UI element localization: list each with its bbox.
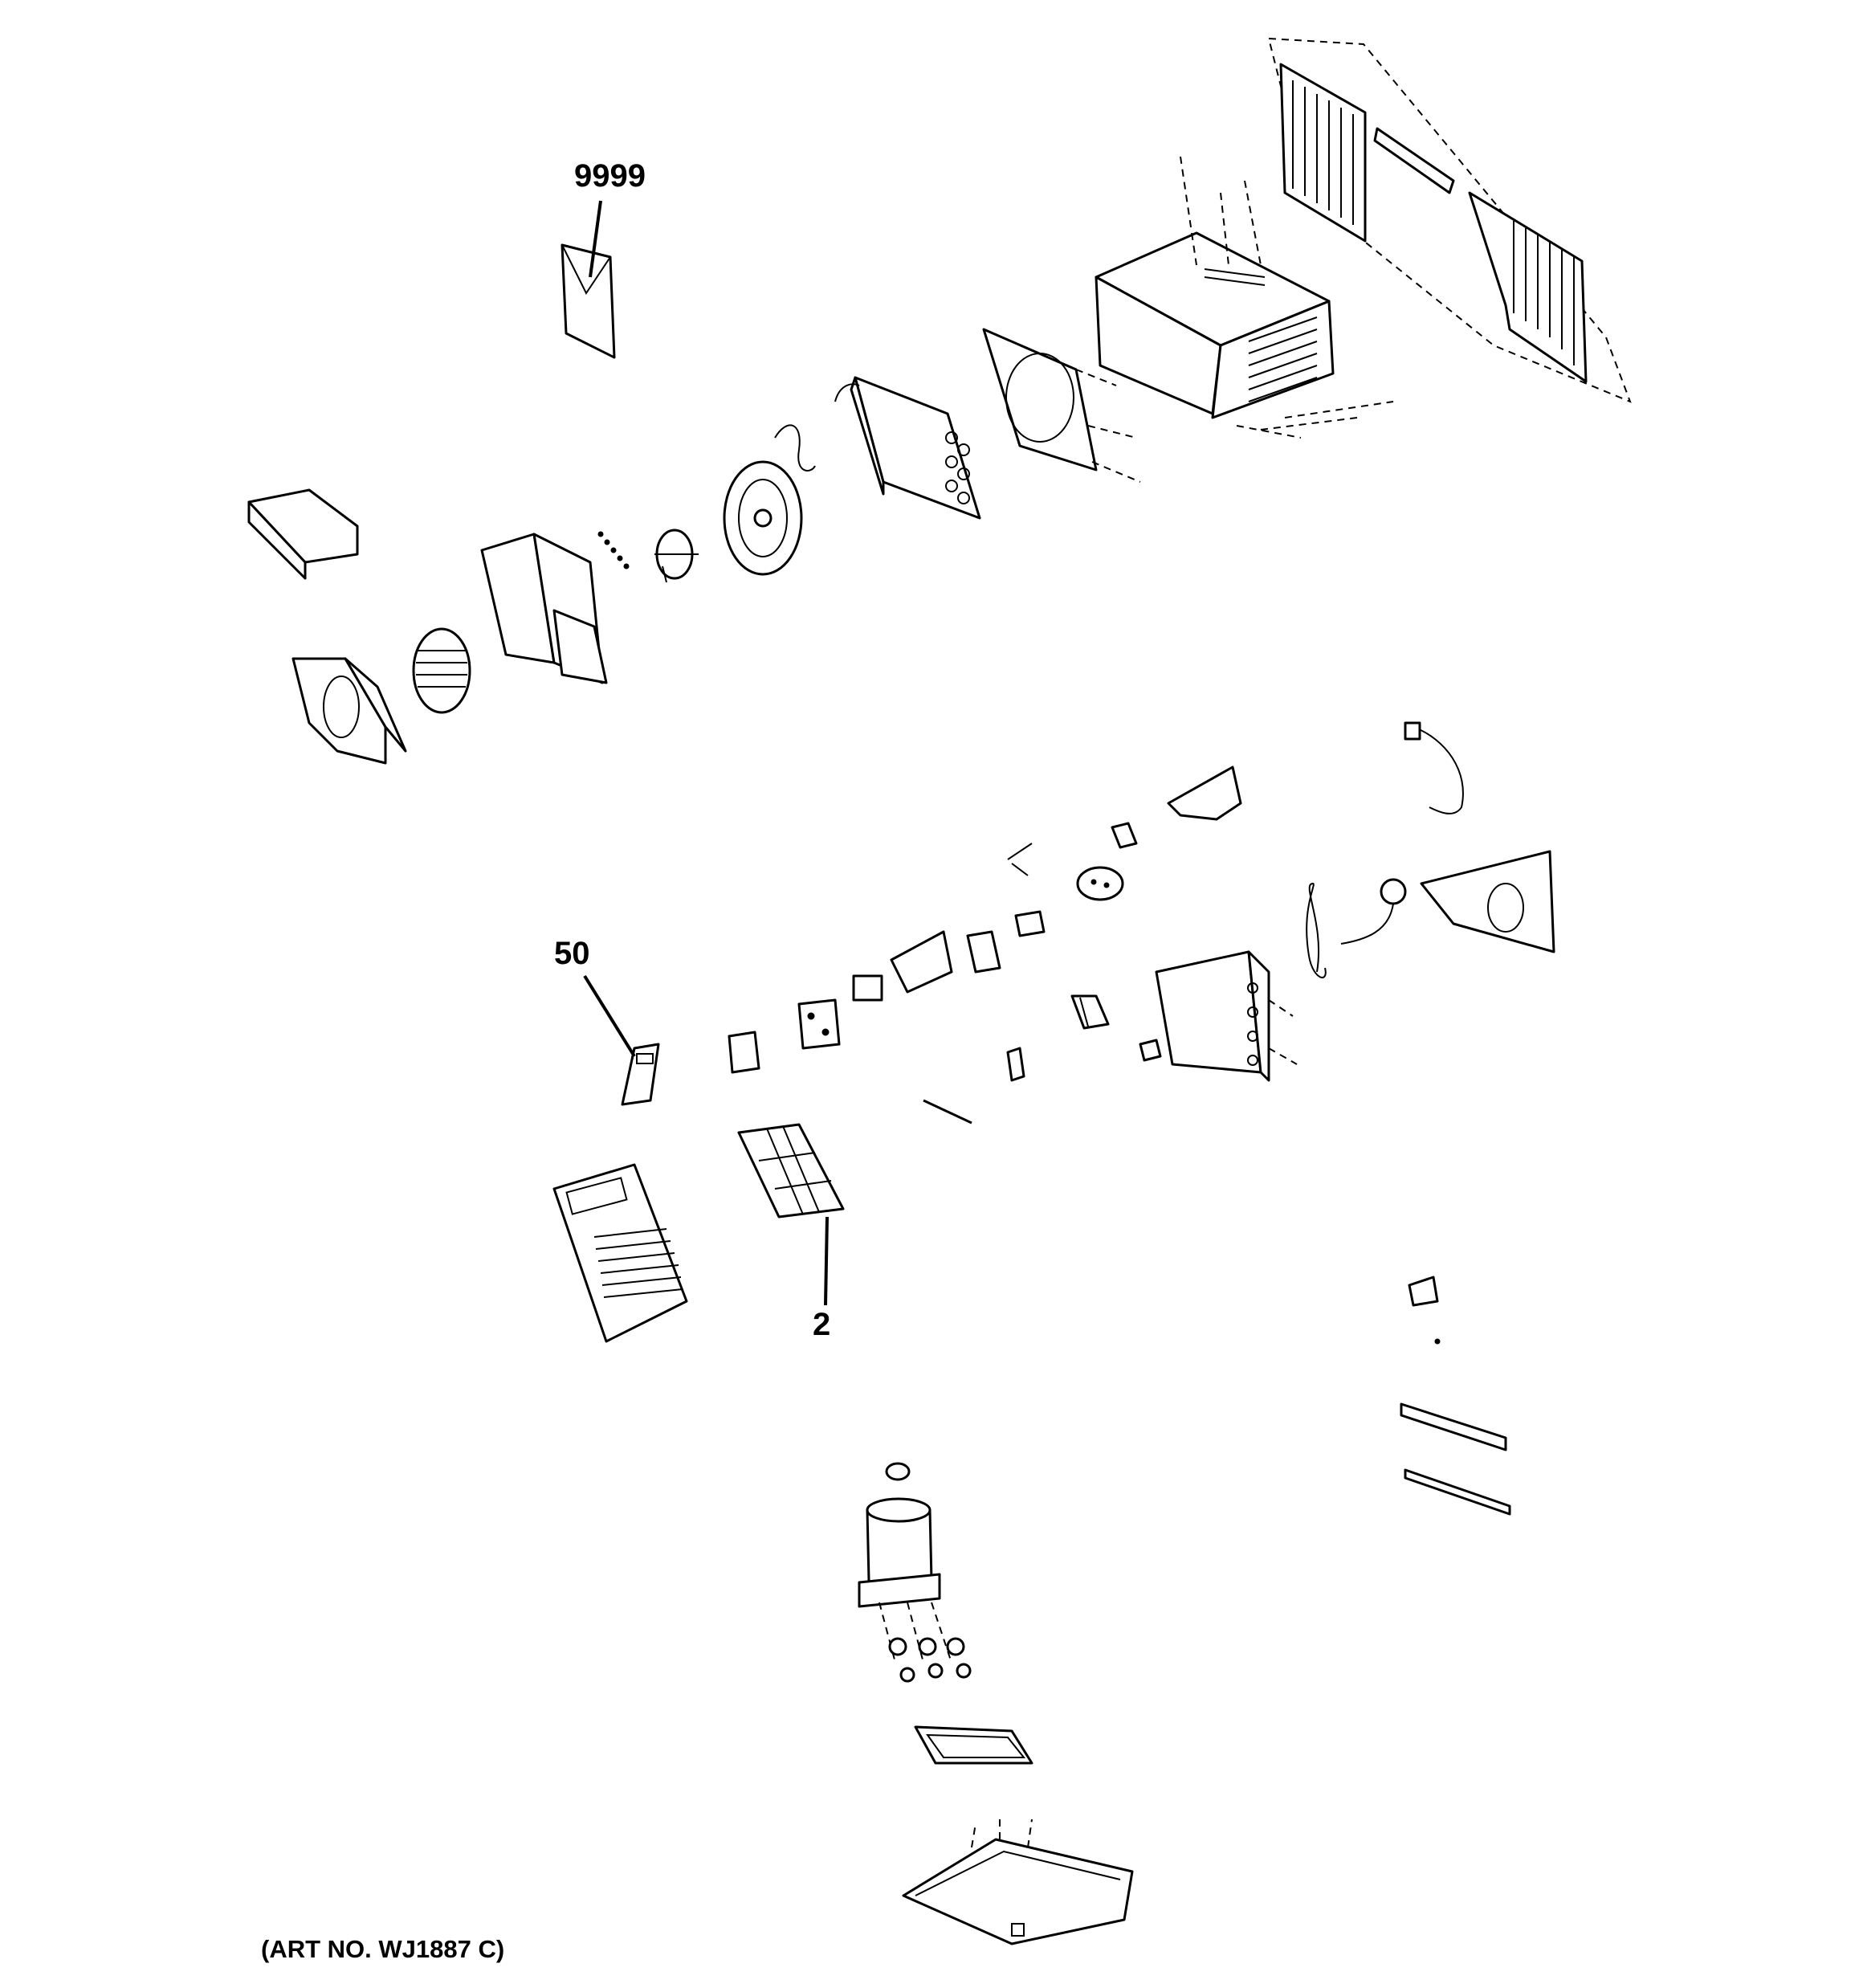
sensor-assembly xyxy=(1340,878,1407,945)
base-pan xyxy=(902,1815,1134,1945)
power-cord-strain xyxy=(923,1099,972,1125)
drain-clip xyxy=(1006,1047,1025,1082)
compressor-mounts xyxy=(879,1602,972,1683)
fan-motor xyxy=(654,529,699,583)
wire-harness xyxy=(1404,721,1464,814)
motor-bolts xyxy=(597,531,630,569)
evaporator-coil xyxy=(1139,950,1298,1082)
control-bracket xyxy=(1167,765,1242,821)
outer-case xyxy=(1095,156,1394,439)
callout-50: 50 xyxy=(554,936,590,971)
front-grille xyxy=(552,1163,688,1343)
thermostat xyxy=(852,974,883,1002)
switch-cover xyxy=(966,930,1001,974)
leader-2 xyxy=(824,1216,829,1306)
electrical-box xyxy=(890,930,953,994)
side-curtain-assembly xyxy=(1267,37,1632,403)
callout-2: 2 xyxy=(813,1307,830,1342)
scroll-housing xyxy=(291,657,407,765)
louver-set xyxy=(1070,994,1110,1030)
base-gasket xyxy=(914,1725,1033,1765)
mounting-bracket xyxy=(1408,1276,1441,1345)
top-cover xyxy=(247,488,359,580)
thermistor-lead xyxy=(1007,843,1033,876)
support-rails xyxy=(1400,1402,1511,1516)
condenser-fan-blade xyxy=(723,460,803,576)
display-panel xyxy=(728,1031,760,1074)
leader-50 xyxy=(583,974,636,1058)
condenser-coil xyxy=(834,376,981,520)
art-number: (ART NO. WJ1887 C) xyxy=(261,1935,504,1963)
control-board xyxy=(797,998,841,1050)
callout-9999: 9999 xyxy=(574,158,646,194)
relay-box xyxy=(1014,910,1046,937)
blower-housing xyxy=(480,533,608,684)
capacitor xyxy=(1076,866,1124,901)
shroud-plate xyxy=(982,328,1141,483)
owners-manual xyxy=(561,243,616,359)
base-panel-right xyxy=(1420,850,1555,953)
hook-tube xyxy=(1306,882,1327,978)
compressor xyxy=(858,1462,941,1608)
blower-wheel xyxy=(412,627,471,714)
spring-clip xyxy=(774,424,816,471)
relay-clip xyxy=(1111,822,1138,849)
leader-9999 xyxy=(589,200,602,278)
air-filter xyxy=(737,1123,845,1219)
remote-control xyxy=(621,1043,660,1106)
